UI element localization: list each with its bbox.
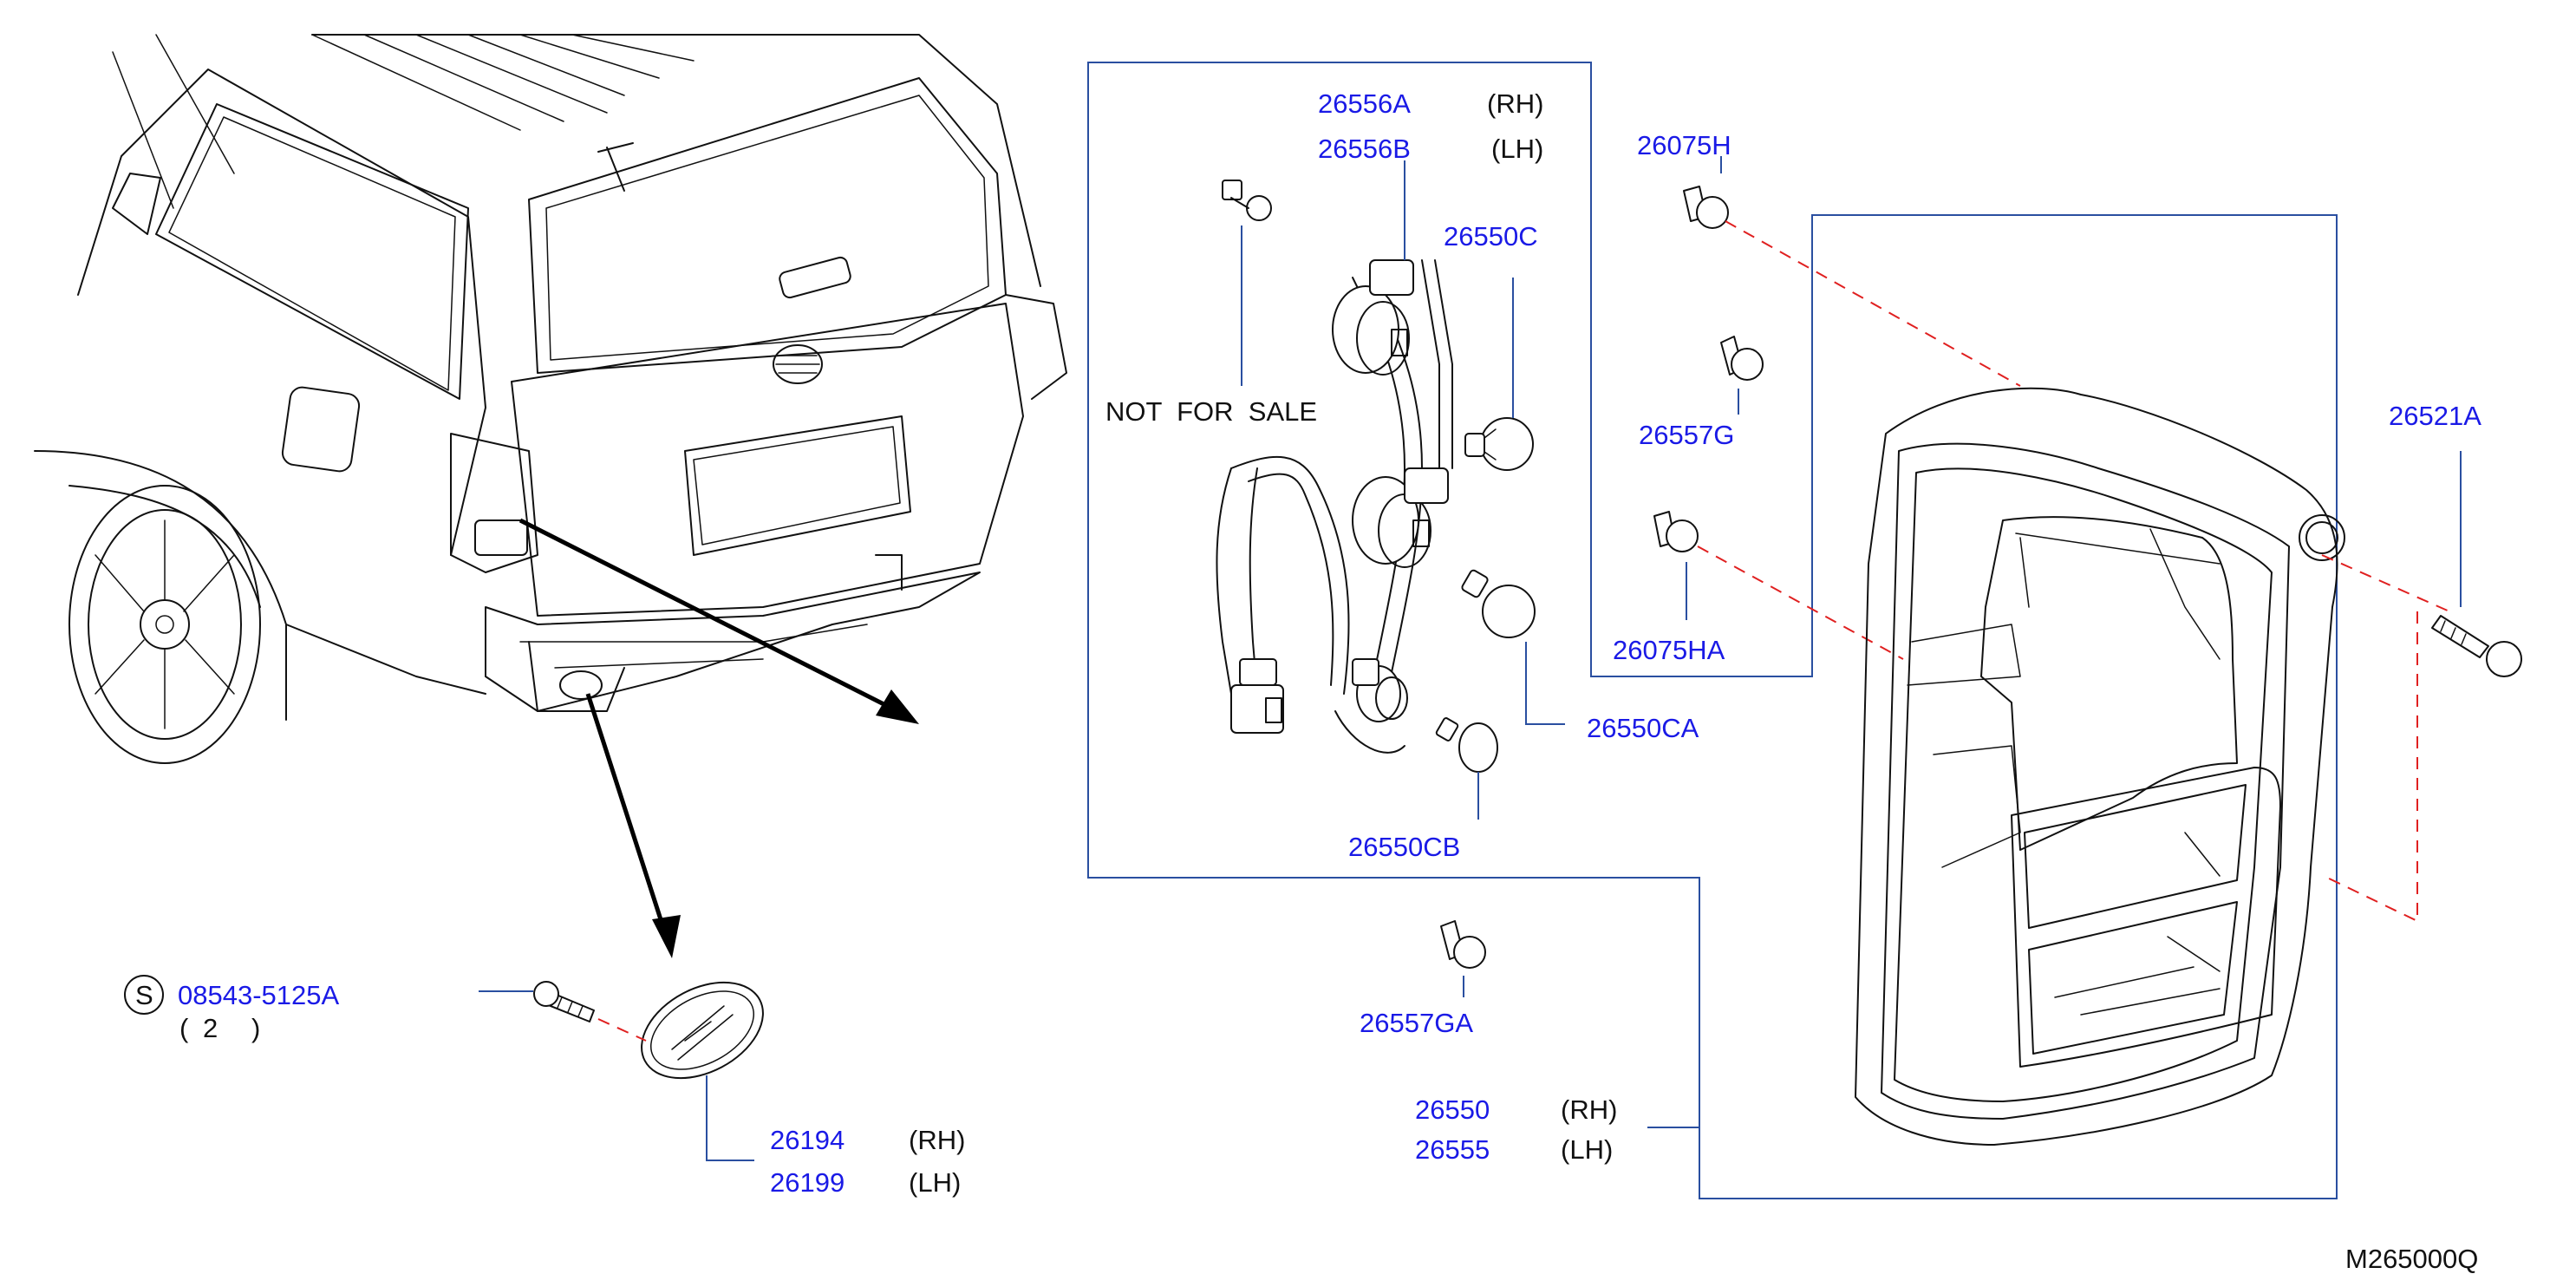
socket-harness-group: 26556A (RH) 26556B (LH) 26550C NOT FOR S… bbox=[1087, 62, 2338, 1199]
part-number-26556A: 26556A bbox=[1318, 88, 1411, 119]
screw-qty: 2 bbox=[203, 1013, 218, 1043]
tail-lamp-callout-arrow bbox=[518, 518, 908, 718]
reflector-group: 26194 (RH) 26199 (LH) S 08543-5125A ( 2 … bbox=[124, 975, 965, 1198]
not-for-sale-label: NOT FOR SALE bbox=[1105, 396, 1317, 427]
part-number-26075H: 26075H bbox=[1637, 130, 1731, 160]
lamp-assembly-callout: 26550 (RH) 26555 (LH) bbox=[1415, 1094, 1699, 1165]
clip-26075HA bbox=[1653, 511, 1699, 552]
part-number-26194: 26194 bbox=[770, 1125, 845, 1155]
bulb-26550CA bbox=[1461, 569, 1536, 638]
vehicle-rear-illustration bbox=[34, 34, 1067, 958]
part-number-26075HA: 26075HA bbox=[1613, 635, 1725, 665]
tail-lamp-assembly bbox=[1855, 387, 2450, 1146]
clips-group: 26075H 26557G 26075HA 26557GA bbox=[1360, 130, 2021, 1038]
drawing-code: M265000Q bbox=[2345, 1244, 2478, 1274]
side-26194: (RH) bbox=[909, 1125, 965, 1155]
screw-qty-close: ) bbox=[251, 1013, 260, 1043]
side-26556A: (RH) bbox=[1487, 88, 1543, 119]
part-number-26555: 26555 bbox=[1415, 1134, 1490, 1165]
screw-26521A: 26521A bbox=[2389, 401, 2522, 677]
bulb-26550CB bbox=[1435, 717, 1498, 773]
screw-qty-open: ( bbox=[179, 1013, 189, 1043]
pin-not-for-sale bbox=[1222, 180, 1272, 386]
side-26556B: (LH) bbox=[1491, 134, 1543, 164]
part-number-26550CB: 26550CB bbox=[1348, 832, 1460, 862]
part-number-26550C: 26550C bbox=[1444, 221, 1538, 252]
side-26199: (LH) bbox=[909, 1167, 961, 1198]
bulb-26550C bbox=[1464, 417, 1534, 471]
clip-26075H bbox=[1683, 186, 1729, 229]
reflector-callout-arrow bbox=[585, 693, 670, 942]
part-number-26557GA: 26557GA bbox=[1360, 1008, 1473, 1038]
clip-26557G bbox=[1720, 336, 1764, 381]
side-26555: (LH) bbox=[1561, 1134, 1613, 1165]
part-number-26556B: 26556B bbox=[1318, 134, 1411, 164]
part-number-26550CA: 26550CA bbox=[1587, 713, 1699, 743]
clip-26557GA bbox=[1440, 920, 1486, 969]
part-number-26199: 26199 bbox=[770, 1167, 845, 1198]
part-number-26521A: 26521A bbox=[2389, 401, 2481, 431]
side-26550: (RH) bbox=[1561, 1094, 1617, 1125]
screw-marker: S bbox=[135, 980, 153, 1010]
part-number-08543-5125A: 08543-5125A bbox=[178, 980, 339, 1010]
part-number-26557G: 26557G bbox=[1639, 420, 1734, 450]
part-number-26550: 26550 bbox=[1415, 1094, 1490, 1125]
